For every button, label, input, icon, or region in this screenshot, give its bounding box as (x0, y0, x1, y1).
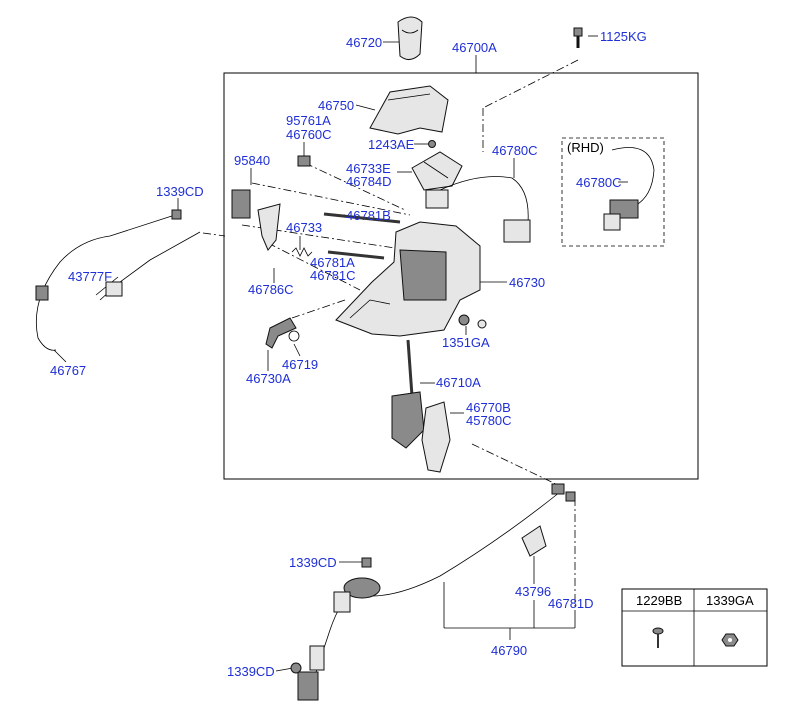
label-46700a: 46700A (452, 40, 497, 55)
label-46790: 46790 (491, 643, 527, 658)
shift-cover (369, 85, 449, 135)
label-46780c-rhd: 46780C (576, 175, 622, 190)
label-1339cd-left: 1339CD (156, 184, 204, 199)
shaft-46781a (327, 250, 385, 260)
label-46730: 46730 (509, 275, 545, 290)
cable-46767 (35, 210, 201, 351)
label-1339cd-bot: 1339CD (227, 664, 275, 679)
leader-lines (53, 35, 628, 672)
label-45780c: 45780C (466, 413, 512, 428)
shift-lever-base (335, 221, 481, 337)
label-46781d: 46781D (548, 596, 594, 611)
shift-knob (397, 16, 423, 60)
label-rhd: (RHD) (567, 140, 604, 155)
guide-lines (202, 59, 579, 612)
label-46781b: 46781B (346, 208, 391, 223)
label-1339cd-mid: 1339CD (289, 555, 337, 570)
label-43796: 43796 (515, 584, 551, 599)
label-46780c: 46780C (492, 143, 538, 158)
pin-46781b (323, 212, 401, 224)
screw-1229bb-icon (652, 627, 664, 648)
shift-lever-46710a (391, 339, 425, 449)
label-46770b: 46770B (466, 400, 511, 415)
nut-1339cd-mid (361, 557, 372, 568)
clip-46760c (297, 155, 311, 167)
rhd-harness (603, 147, 655, 231)
detent-plate (421, 401, 451, 473)
indicator-panel (411, 151, 463, 191)
assembly-frame (223, 72, 699, 480)
label-1243ae: 1243AE (368, 137, 415, 152)
label-46720: 46720 (346, 35, 382, 50)
nut-1339ga-icon (721, 633, 739, 647)
label-46781a: 46781A (310, 255, 355, 270)
bracket-46786c (257, 203, 281, 251)
label-46781c: 46781C (310, 268, 356, 283)
lower-cable-46790 (297, 483, 565, 701)
label-1351ga: 1351GA (442, 335, 490, 350)
label-46760c: 46760C (286, 127, 332, 142)
label-95840: 95840 (234, 153, 270, 168)
label-1125kg: 1125KG (600, 29, 647, 44)
nut-1339cd-bot (290, 662, 302, 674)
screw-1243ae (428, 140, 436, 148)
fastener-legend-table: 1229BB 1339GA (621, 588, 768, 667)
legend-header-1339ga: 1339GA (706, 593, 754, 608)
label-46750: 46750 (318, 98, 354, 113)
label-46730a: 46730A (246, 371, 291, 386)
label-43777f: 43777F (68, 269, 112, 284)
label-46786c: 46786C (248, 282, 294, 297)
part-labels: 46720 46700A 1125KG 46750 95761A 46760C … (50, 29, 647, 679)
legend-header-1229bb: 1229BB (636, 593, 682, 608)
nut-1339cd-left (171, 209, 182, 220)
wire-harness (425, 176, 531, 243)
grommet-43796 (521, 525, 547, 557)
label-46767: 46767 (50, 363, 86, 378)
bolt-1125kg (573, 27, 583, 48)
lever-46730a (265, 317, 297, 349)
label-46710a: 46710A (436, 375, 481, 390)
spring-46733 (291, 247, 313, 257)
label-46719: 46719 (282, 357, 318, 372)
solenoid-95840 (231, 189, 251, 219)
nut-46781d (565, 491, 576, 502)
label-46733e: 46733E (346, 161, 391, 176)
label-95761a: 95761A (286, 113, 331, 128)
rhd-inset-frame (561, 137, 665, 247)
label-46784d: 46784D (346, 174, 392, 189)
label-46733: 46733 (286, 220, 322, 235)
spring-46719 (288, 330, 300, 342)
nut-1351ga (458, 314, 487, 329)
